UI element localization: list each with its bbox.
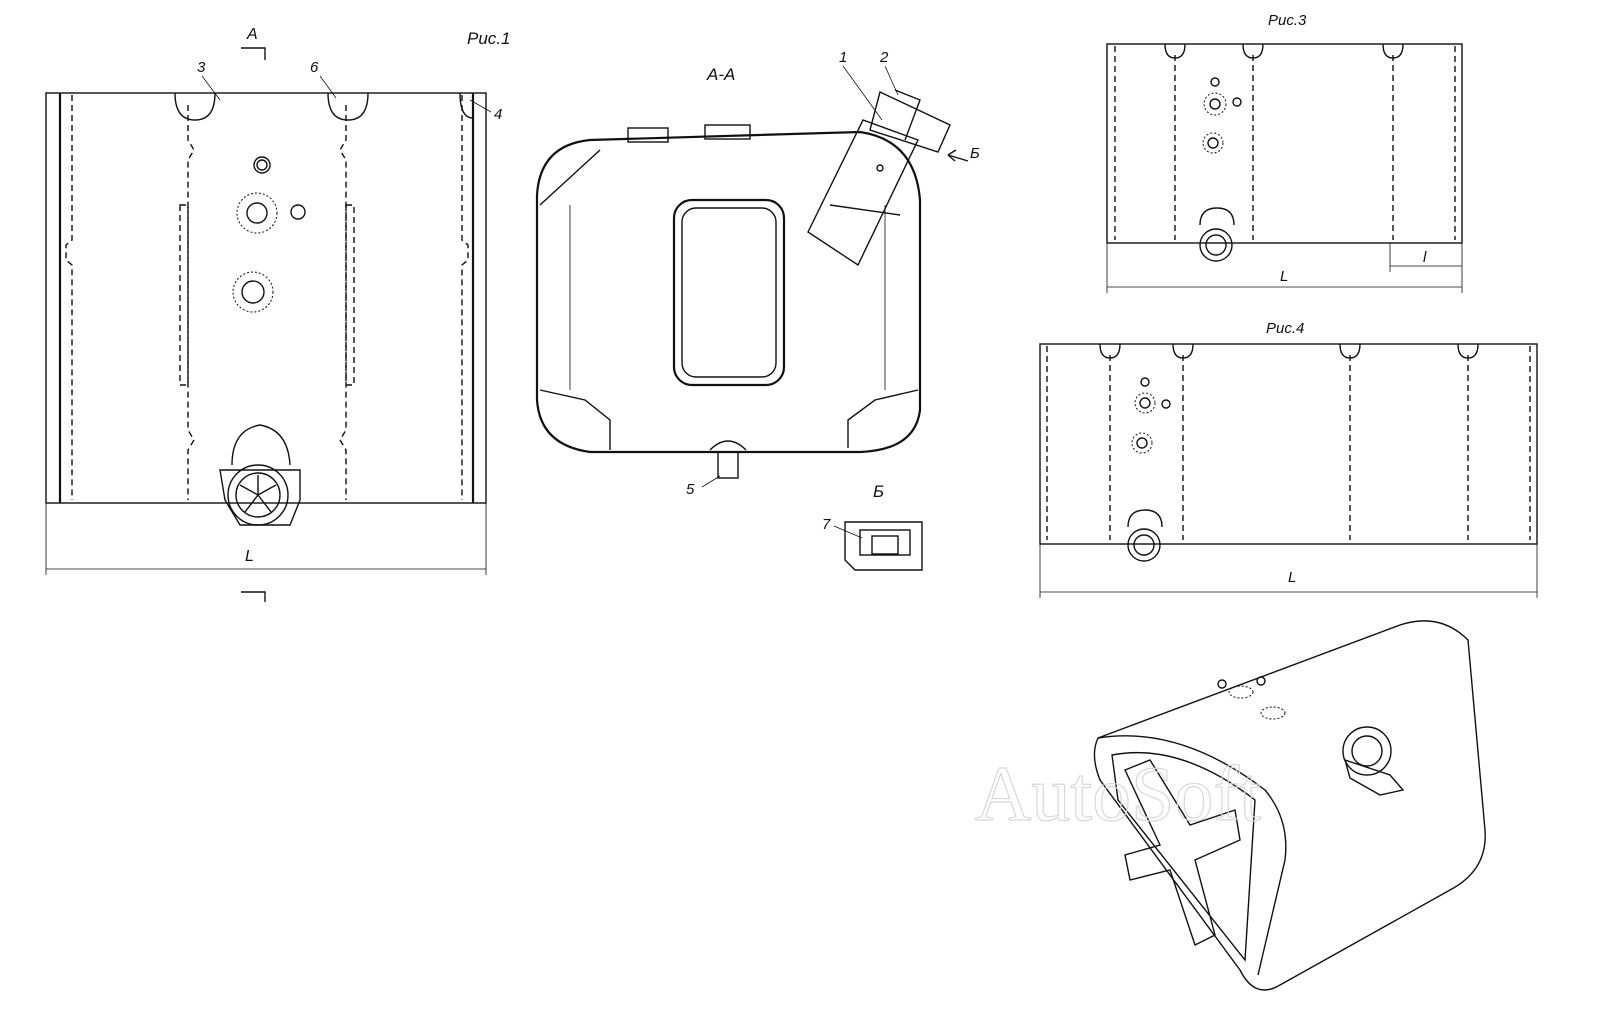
dimension-label-l-fig4: L [1288,569,1296,586]
filler-hole [253,156,271,174]
figure-4-caption: Рис.4 [1266,320,1304,337]
callout-3: 3 [197,59,206,76]
sensor-flange-1 [236,192,278,234]
vent-hole [290,204,306,220]
figure-1-caption: Рис.1 [467,29,510,48]
callout-6: 6 [310,59,319,76]
isometric-tank-view: AutoSoft [974,620,1486,991]
cutout-4 [459,92,474,119]
figure-3-tank-variant: Рис.3 L l [1106,12,1463,293]
section-mark-top: А [246,26,258,43]
fuel-cap [227,464,289,526]
baffle-window [672,198,786,387]
tank-outline-fig3 [1106,43,1463,244]
figure-3-caption: Рис.3 [1268,12,1307,29]
latch-7 [871,535,899,555]
section-arrow-bottom [241,591,266,602]
fuel-cap-fig3 [1199,228,1233,262]
drain-plug [717,451,739,479]
filler-neck [807,119,919,267]
callout-5: 5 [686,481,695,498]
section-a-a-caption: А-А [706,65,735,84]
dimension-label-l: L [245,548,254,565]
fuel-cap-fig4 [1127,528,1161,562]
cap-housing [231,424,291,466]
view-arrow-b-label: Б [970,145,980,162]
cutout-3 [174,92,216,121]
tank-body-iso [1093,620,1486,991]
section-arrow-top [241,47,266,60]
latch-body [844,521,923,571]
dimension-label-small-l: l [1423,249,1427,266]
tank-outline [45,92,487,504]
detail-b-view: Б 7 [822,482,923,571]
filler-cap-assembly [869,91,951,153]
watermark: AutoSoft [975,750,1261,837]
fuel-cap-iso [1342,726,1392,776]
cutout-6 [327,92,369,121]
callout-2: 2 [879,49,889,66]
figure-1-tank-top-view: Рис.1 А [45,26,510,602]
callout-4: 4 [494,106,502,123]
partition-right [339,105,347,500]
partition-left [187,105,195,500]
tank-end-panel [1111,751,1256,962]
sensor-flange-2 [232,271,274,313]
figure-4-tank-variant: Рис.4 L [1039,320,1538,598]
detail-b-caption: Б [873,482,884,501]
callout-7: 7 [822,516,831,533]
end-stiffener [1124,759,1241,946]
callout-1: 1 [839,49,847,66]
tank-cross-section [535,130,922,454]
tank-outline-fig4 [1039,343,1538,545]
dimension-label-l-fig3: L [1280,268,1288,285]
section-a-a-view: А-А 5 1 2 Б [535,49,980,498]
